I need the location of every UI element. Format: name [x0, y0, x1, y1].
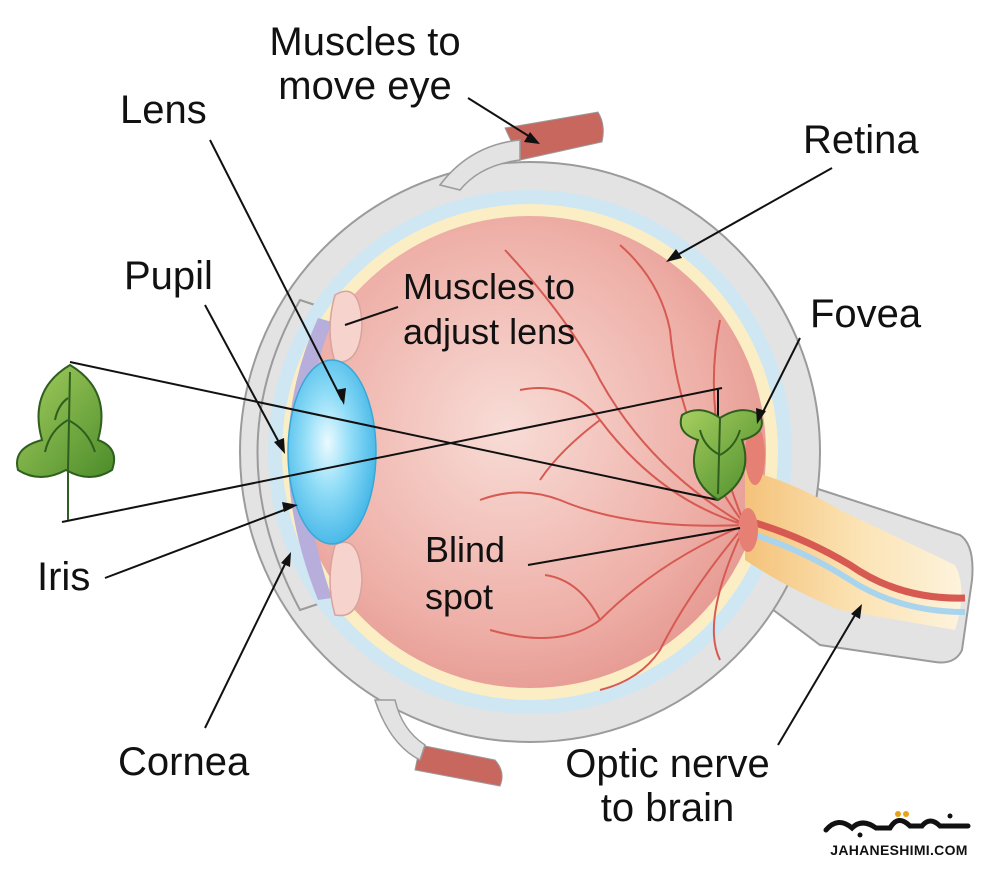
- arrowhead-lens: [336, 388, 346, 405]
- leader-muscles-adjust-lens: [344, 306, 399, 326]
- leader-cornea: [204, 557, 289, 729]
- leader-arrowheads: [274, 132, 862, 619]
- arrowhead-optic-nerve: [851, 604, 862, 619]
- leader-blind-spot: [527, 527, 741, 566]
- leader-iris: [104, 506, 293, 579]
- arrowhead-pupil: [274, 438, 285, 454]
- upper-muscle-tendon: [438, 139, 521, 191]
- leader-muscles-move-eye: [467, 97, 536, 141]
- leader-lines: [104, 97, 859, 746]
- leader-optic-nerve: [777, 609, 859, 746]
- label-lens: Lens: [120, 88, 207, 132]
- nerve-vessel-blue: [744, 529, 966, 615]
- label-optic-nerve: Optic nerve to brain: [565, 742, 770, 830]
- label-muscles-adjust-lens: Muscles to adjust lens: [403, 266, 576, 352]
- nerve-vessel-red: [744, 516, 966, 602]
- ciliary-muscle-upper: [329, 290, 363, 363]
- iris-shape: [288, 318, 332, 600]
- lens-shape: [287, 359, 377, 545]
- label-blind-spot: Blind spot: [425, 529, 506, 617]
- ciliary-muscle-lower: [329, 541, 363, 617]
- arrowhead-muscles-move-eye: [524, 132, 540, 144]
- arrowhead-iris: [282, 502, 298, 512]
- object-leaf-icon: [16, 363, 116, 520]
- watermark-logo-icon: [823, 811, 971, 838]
- leader-fovea: [759, 337, 801, 419]
- site-watermark: JAHANESHIMI.COM: [818, 808, 980, 864]
- label-pupil: Pupil: [124, 254, 213, 298]
- label-muscles-move-eye: Muscles to move eye: [269, 20, 461, 108]
- leader-retina: [671, 167, 833, 259]
- arrowhead-cornea: [281, 552, 291, 567]
- lower-eye-muscle: [414, 744, 503, 787]
- lower-muscle-tendon: [373, 699, 426, 762]
- watermark-domain: JAHANESHIMI.COM: [830, 842, 968, 858]
- retinal-image-leaf-icon: [679, 409, 763, 502]
- blind-spot-region: [738, 508, 758, 552]
- arrowhead-retina: [666, 249, 682, 262]
- light-rays: [61, 361, 723, 523]
- leader-lens: [209, 139, 343, 401]
- label-cornea: Cornea: [118, 740, 250, 784]
- upper-eye-muscle: [504, 111, 604, 161]
- eyeball-interior: [294, 216, 766, 688]
- leader-pupil: [204, 304, 283, 449]
- arrowhead-fovea: [756, 408, 766, 424]
- label-fovea: Fovea: [810, 292, 922, 336]
- fovea-region: [745, 425, 765, 485]
- label-iris: Iris: [37, 555, 91, 599]
- label-retina: Retina: [803, 118, 919, 162]
- retinal-vessels: [479, 244, 746, 691]
